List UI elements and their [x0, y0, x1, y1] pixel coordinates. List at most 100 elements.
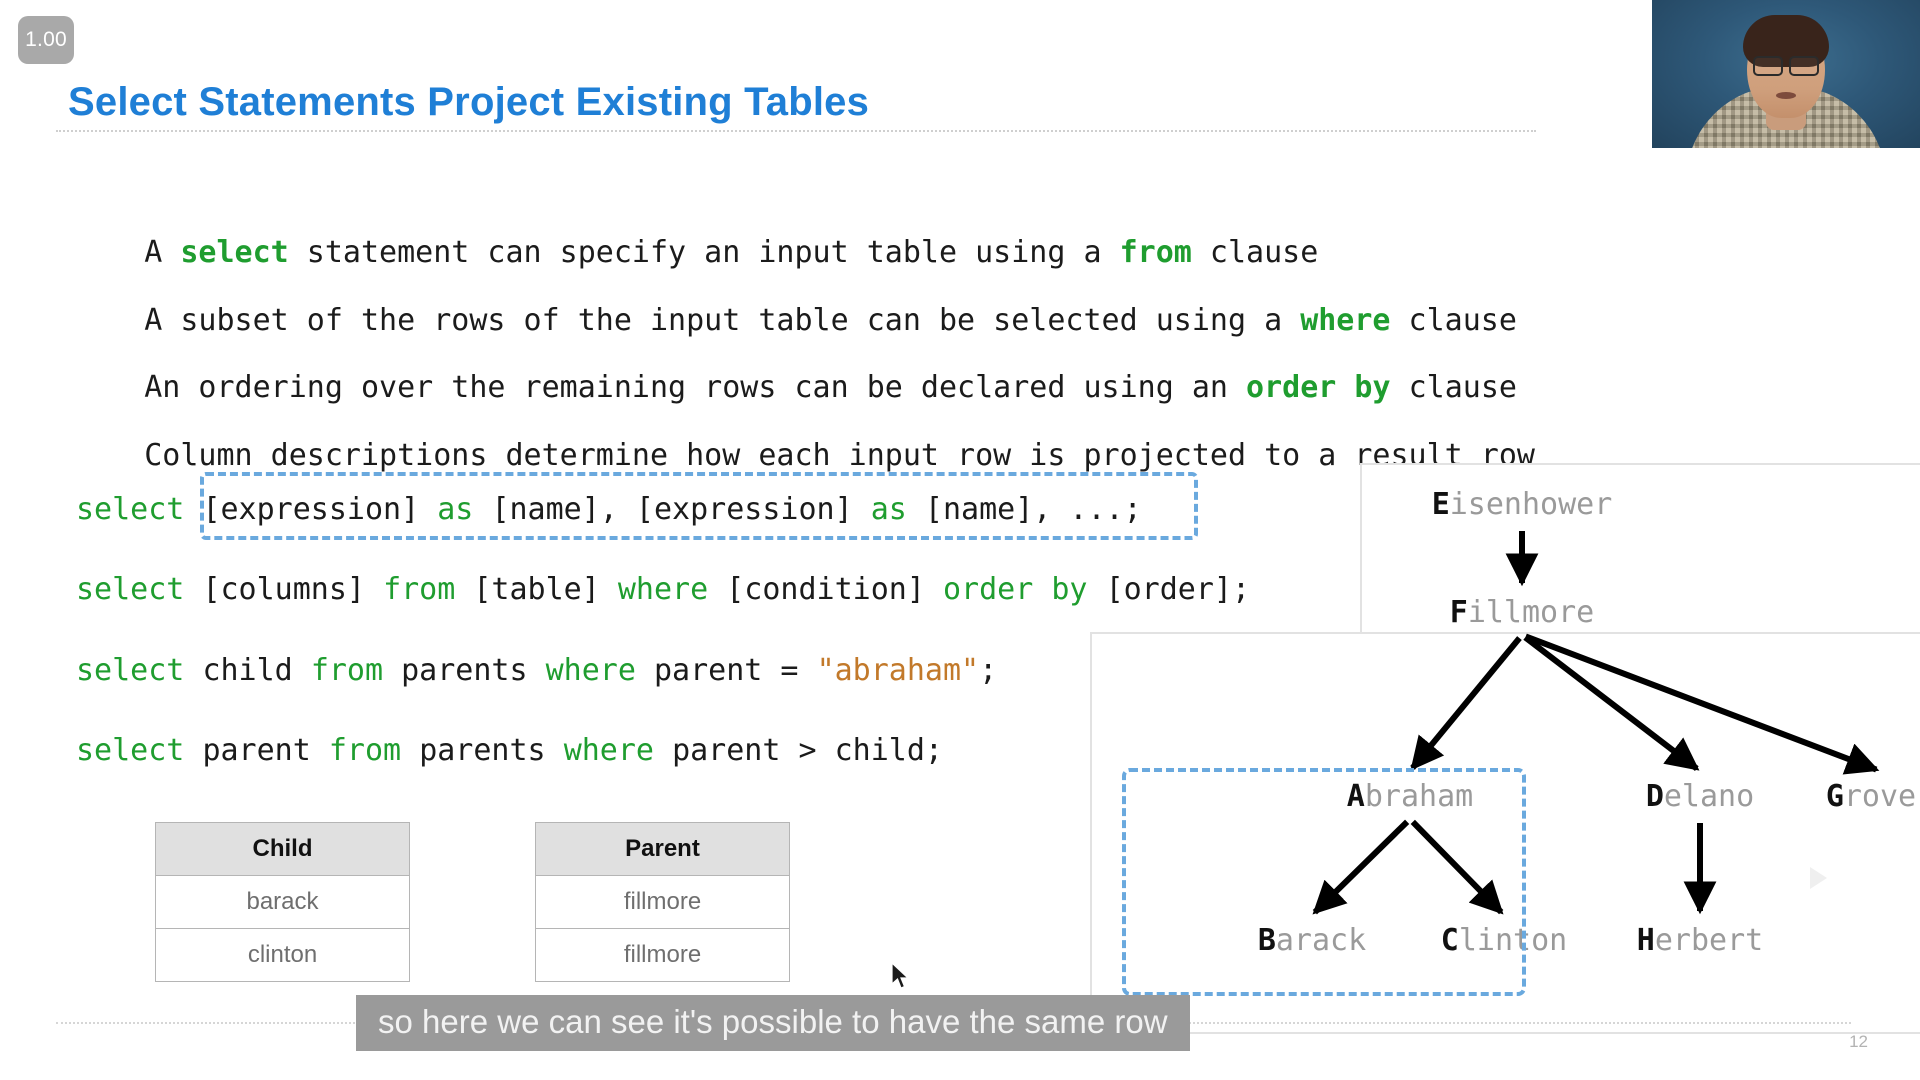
tree-edge-abraham-barack	[1312, 819, 1410, 915]
node-initial: A	[1346, 779, 1365, 814]
code-token: [condition]	[726, 572, 943, 607]
code-token: parent	[202, 733, 329, 768]
code-token: from	[310, 653, 402, 688]
bullet-1-post: clause	[1191, 235, 1319, 270]
node-rest: elano	[1663, 779, 1755, 814]
code-token: parent > child;	[672, 733, 943, 768]
node-rest: linton	[1458, 923, 1568, 958]
code-token: [columns]	[202, 572, 384, 607]
bullet-line-3: An ordering over the remaining rows can …	[72, 335, 1517, 440]
diagram-panel-lower	[1090, 632, 1920, 1034]
node-rest: arack	[1275, 923, 1367, 958]
cell-value: barack	[155, 875, 410, 929]
bullet-3-pre: An ordering over the remaining rows can …	[144, 370, 1247, 405]
table-header-row: Parent	[535, 822, 790, 876]
code-token: parent =	[654, 653, 817, 688]
cell-value: fillmore	[535, 875, 790, 929]
code-token: from	[328, 733, 420, 768]
bullet-3-post: clause	[1390, 370, 1517, 405]
keyword-order-by: order by	[1246, 370, 1391, 405]
tree-node-delano: Delano	[1646, 779, 1754, 814]
playback-speed-badge[interactable]: 1.00	[18, 16, 74, 64]
bullet-line-1: A select statement can specify an input …	[72, 200, 1318, 305]
column-header: Child	[155, 822, 410, 876]
tree-node-clinton: Clinton	[1441, 923, 1567, 958]
video-caption: so here we can see it's possible to have…	[356, 995, 1190, 1051]
page-number: 12	[1849, 1032, 1868, 1051]
table-row: fillmore	[535, 928, 790, 982]
code-token: where	[563, 733, 673, 768]
node-initial: G	[1825, 779, 1844, 814]
node-initial: H	[1636, 923, 1655, 958]
column-descriptions-highlight	[200, 472, 1198, 540]
code-token: as	[437, 492, 492, 527]
node-initial: C	[1440, 923, 1459, 958]
code-token: [name], [expression]	[491, 492, 871, 527]
tree-edge-fillmore-delano	[1523, 635, 1700, 771]
table-row: barack	[155, 875, 410, 929]
code-token: order by	[943, 572, 1106, 607]
node-rest: rover	[1843, 779, 1920, 814]
bullet-line-2: A subset of the rows of the input table …	[72, 268, 1517, 373]
tree-edge-abraham-clinton	[1410, 819, 1504, 915]
mouse-cursor	[890, 961, 912, 992]
keyword-where: where	[1300, 303, 1391, 338]
code-token: from	[383, 572, 474, 607]
node-initial: E	[1431, 487, 1450, 522]
code-token: where	[617, 572, 727, 607]
cell-value: clinton	[155, 928, 410, 982]
code-line-4: select parent from parents where parent …	[76, 733, 943, 768]
tree-edge-fillmore-grover	[1524, 633, 1880, 775]
bullet-line-4: Column descriptions determine how each i…	[72, 403, 1535, 508]
tree-edge-layer	[1312, 531, 1880, 915]
playback-speed-value: 1.00	[25, 28, 67, 51]
bullet-4-pre: Column descriptions determine how each i…	[144, 438, 1535, 473]
bullet-2-post: clause	[1390, 303, 1517, 338]
code-token: [expression]	[202, 492, 438, 527]
parent-result-table: Parent fillmore fillmore	[535, 822, 790, 982]
table-row: clinton	[155, 928, 410, 982]
node-rest: illmore	[1467, 595, 1595, 630]
table-row: fillmore	[535, 875, 790, 929]
node-initial: B	[1257, 923, 1276, 958]
code-token: select	[76, 733, 203, 768]
title-divider	[56, 130, 1536, 132]
slide-title: Select Statements Project Existing Table…	[68, 80, 870, 124]
code-token: "abraham"	[816, 653, 980, 688]
code-line-2: select [columns] from [table] where [con…	[76, 572, 1250, 607]
code-token: where	[545, 653, 654, 688]
code-token: select	[76, 492, 203, 527]
code-token: parents	[401, 653, 546, 688]
diagram-panel-upper	[1360, 463, 1920, 657]
code-token: [order];	[1105, 572, 1251, 607]
code-token: [table]	[473, 572, 618, 607]
node-rest: erbert	[1654, 923, 1764, 958]
child-result-table: Child barack clinton	[155, 822, 410, 982]
bullet-2-pre: A subset of the rows of the input table …	[144, 303, 1301, 338]
node-initial: F	[1449, 595, 1468, 630]
bullet-1-pre: A	[144, 235, 181, 270]
tree-node-fillmore: Fillmore	[1450, 595, 1595, 630]
bullet-1-mid: statement can specify an input table usi…	[288, 235, 1120, 270]
tree-node-grover: Grover	[1826, 779, 1920, 814]
cell-value: fillmore	[535, 928, 790, 982]
tree-node-abraham: Abraham	[1347, 779, 1473, 814]
node-rest: braham	[1364, 779, 1474, 814]
tree-edge-fillmore-abraham	[1410, 636, 1522, 771]
column-header: Parent	[535, 822, 790, 876]
code-line-1: select [expression] as [name], [expressi…	[76, 492, 1142, 527]
webcam-mouth	[1776, 92, 1796, 99]
node-initial: D	[1645, 779, 1664, 814]
keyword-select: select	[180, 235, 289, 270]
node-rest: isenhower	[1449, 487, 1613, 522]
tree-node-barack: Barack	[1258, 923, 1366, 958]
tree-node-herbert: Herbert	[1637, 923, 1763, 958]
play-button-icon[interactable]	[1775, 843, 1855, 907]
presenter-webcam-video[interactable]	[1652, 0, 1920, 148]
code-token: child	[202, 653, 311, 688]
glasses-icon	[1753, 56, 1819, 76]
abraham-subtree-highlight	[1122, 768, 1526, 996]
code-token: select	[76, 653, 203, 688]
